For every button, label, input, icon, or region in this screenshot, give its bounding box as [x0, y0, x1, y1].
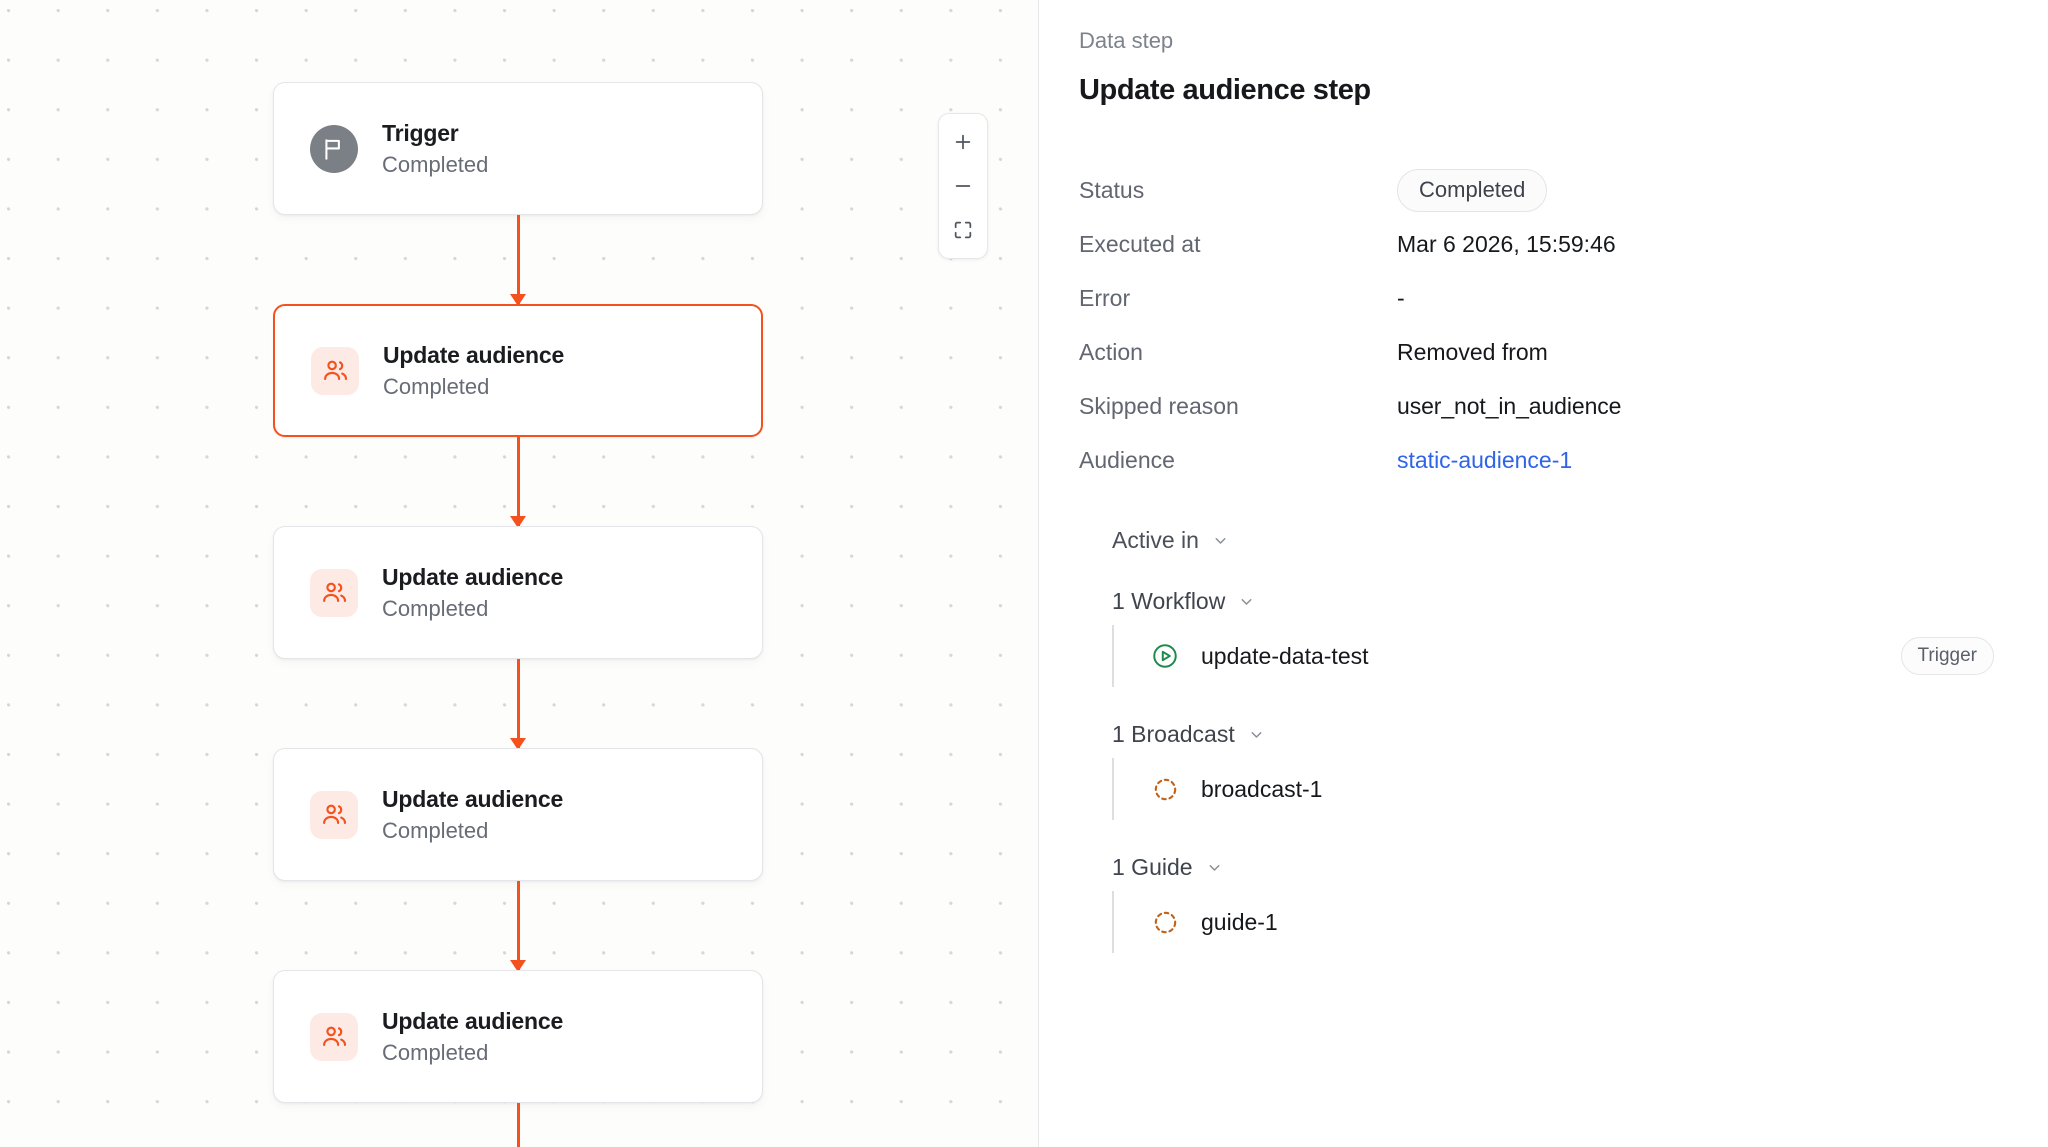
- flow-node-update-audience[interactable]: Update audience Completed: [273, 970, 763, 1103]
- item-label: guide-1: [1201, 908, 1278, 935]
- users-icon: [311, 346, 359, 395]
- workflow-canvas[interactable]: Trigger Completed: [0, 0, 1039, 1147]
- chevron-down-icon: [1212, 532, 1229, 549]
- active-in-label: Active in: [1112, 527, 1199, 554]
- workflow-flow: Trigger Completed: [273, 82, 763, 1147]
- detail-rows: Status Completed Executed at Mar 6 2026,…: [1079, 163, 1994, 487]
- node-text: Update audience Completed: [382, 786, 563, 843]
- flow-connector: [273, 437, 763, 528]
- detail-row-executed-at: Executed at Mar 6 2026, 15:59:46: [1079, 217, 1994, 271]
- node-status: Completed: [382, 595, 489, 621]
- group-label: 1 Broadcast: [1112, 721, 1235, 748]
- active-in-group-workflow: 1 Workflow: [1112, 588, 1994, 688]
- group-label: 1 Guide: [1112, 854, 1193, 881]
- connector-arrowhead: [510, 516, 526, 528]
- users-icon: [310, 568, 358, 617]
- node-title: Update audience: [382, 1008, 564, 1035]
- detail-row-skipped-reason: Skipped reason user_not_in_audience: [1079, 379, 1994, 433]
- detail-row-action: Action Removed from: [1079, 325, 1994, 379]
- detail-key: Executed at: [1079, 230, 1201, 257]
- chevron-down-icon: [1248, 726, 1265, 743]
- node-status: Completed: [382, 151, 489, 177]
- connector-line: [517, 1103, 520, 1147]
- detail-value: Mar 6 2026, 15:59:46: [1397, 230, 1616, 257]
- detail-row-status: Status Completed: [1079, 163, 1994, 217]
- step-detail-panel: Data step Update audience step Status Co…: [1039, 0, 2048, 1147]
- detail-key: Action: [1079, 338, 1143, 365]
- list-item[interactable]: broadcast-1: [1112, 758, 1994, 821]
- group-items: guide-1: [1112, 891, 1994, 954]
- group-toggle-workflow[interactable]: 1 Workflow: [1112, 588, 1994, 615]
- group-label: 1 Workflow: [1112, 588, 1226, 615]
- node-title: Update audience: [382, 786, 564, 813]
- active-in-toggle[interactable]: Active in: [1112, 527, 1994, 554]
- node-text: Update audience Completed: [382, 564, 563, 621]
- connector-arrowhead: [510, 738, 526, 750]
- connector-line: [517, 437, 520, 526]
- flow-node-update-audience[interactable]: Update audience Completed: [273, 526, 763, 659]
- detail-key: Error: [1079, 284, 1131, 311]
- active-in-group-guide: 1 Guide: [1112, 854, 1994, 954]
- flow-connector-tail: [273, 1103, 763, 1147]
- group-items: broadcast-1: [1112, 758, 1994, 821]
- connector-line: [517, 659, 520, 748]
- node-status: Completed: [382, 817, 489, 843]
- list-item[interactable]: update-data-test Trigger: [1112, 625, 1994, 688]
- detail-key: Skipped reason: [1079, 392, 1239, 419]
- item-label: update-data-test: [1201, 642, 1369, 669]
- zoom-in-button[interactable]: [938, 120, 988, 164]
- detail-value: Removed from: [1397, 338, 1548, 365]
- detail-key: Status: [1079, 176, 1145, 203]
- flow-connector: [273, 659, 763, 750]
- node-text: Trigger Completed: [382, 120, 488, 177]
- item-badge-trigger: Trigger: [1900, 637, 1994, 676]
- chevron-down-icon: [1206, 859, 1223, 876]
- page-title: Update audience step: [1079, 74, 1371, 107]
- zoom-out-button[interactable]: [938, 164, 988, 208]
- detail-key: Audience: [1079, 446, 1175, 473]
- group-items: update-data-test Trigger: [1112, 625, 1994, 688]
- panel-kicker: Data step: [1079, 28, 1174, 53]
- node-title: Trigger: [382, 120, 459, 147]
- node-status: Completed: [383, 373, 490, 399]
- node-title: Update audience: [382, 564, 564, 591]
- connector-line: [517, 215, 520, 304]
- detail-row-error: Error -: [1079, 271, 1994, 325]
- active-in-group-broadcast: 1 Broadcast: [1112, 721, 1994, 821]
- flow-connector: [273, 215, 763, 306]
- list-item[interactable]: guide-1: [1112, 891, 1994, 954]
- play-circle-icon: [1150, 641, 1180, 671]
- flow-node-update-audience[interactable]: Update audience Completed: [273, 748, 763, 881]
- connector-line: [517, 881, 520, 970]
- detail-value: user_not_in_audience: [1397, 392, 1622, 419]
- flag-icon: [310, 124, 358, 173]
- flow-node-trigger[interactable]: Trigger Completed: [273, 82, 763, 215]
- canvas-zoom-controls[interactable]: [938, 113, 988, 259]
- status-badge: Completed: [1397, 168, 1548, 212]
- node-title: Update audience: [383, 342, 565, 369]
- group-toggle-guide[interactable]: 1 Guide: [1112, 854, 1994, 881]
- fit-view-button[interactable]: [938, 208, 988, 252]
- dashed-circle-icon: [1150, 907, 1180, 937]
- connector-arrowhead: [510, 294, 526, 306]
- active-in-section: Active in 1 Workflow: [1079, 527, 1994, 954]
- connector-arrowhead: [510, 960, 526, 972]
- node-text: Update audience Completed: [383, 342, 564, 399]
- chevron-down-icon: [1238, 593, 1255, 610]
- audience-link[interactable]: static-audience-1: [1397, 446, 1573, 473]
- detail-value: -: [1397, 284, 1405, 311]
- dashed-circle-icon: [1150, 774, 1180, 804]
- group-toggle-broadcast[interactable]: 1 Broadcast: [1112, 721, 1994, 748]
- users-icon: [310, 1012, 358, 1061]
- users-icon: [310, 790, 358, 839]
- flow-node-update-audience-selected[interactable]: Update audience Completed: [273, 304, 763, 437]
- detail-row-audience: Audience static-audience-1: [1079, 433, 1994, 487]
- item-label: broadcast-1: [1201, 775, 1323, 802]
- node-status: Completed: [382, 1039, 489, 1065]
- node-text: Update audience Completed: [382, 1008, 563, 1065]
- flow-connector: [273, 881, 763, 972]
